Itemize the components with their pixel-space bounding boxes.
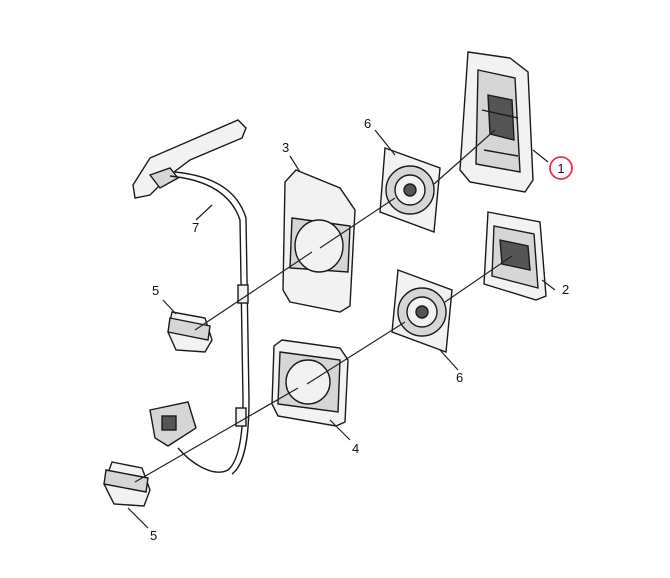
lower-cap-part-5 [103,461,151,507]
mirror-arm-part-7 [132,119,250,475]
lower-motor-part-6 [391,269,453,353]
upper-motor-part-6 [379,147,441,233]
lower-mirror-glass-part-4 [271,339,349,427]
callout-label-2[interactable]: 2 [562,282,569,297]
upper-mirror-glass-part-3 [282,169,356,313]
assembly-lines [134,129,513,483]
lower-housing-part-2 [483,211,547,301]
callout-label-6-lower[interactable]: 6 [456,370,463,385]
callout-label-1[interactable]: 1 [549,156,573,180]
callout-leaders [127,129,556,529]
callout-label-7[interactable]: 7 [192,220,199,235]
callout-label-5-lower[interactable]: 5 [150,528,157,543]
callout-label-6-upper[interactable]: 6 [364,116,371,131]
callout-label-4[interactable]: 4 [352,441,359,456]
svg-text:1: 1 [557,161,564,176]
upper-mirror-housing-part-1 [459,51,534,193]
upper-cap-part-5 [167,311,213,353]
callout-label-3[interactable]: 3 [282,140,289,155]
callout-label-5-upper[interactable]: 5 [152,283,159,298]
